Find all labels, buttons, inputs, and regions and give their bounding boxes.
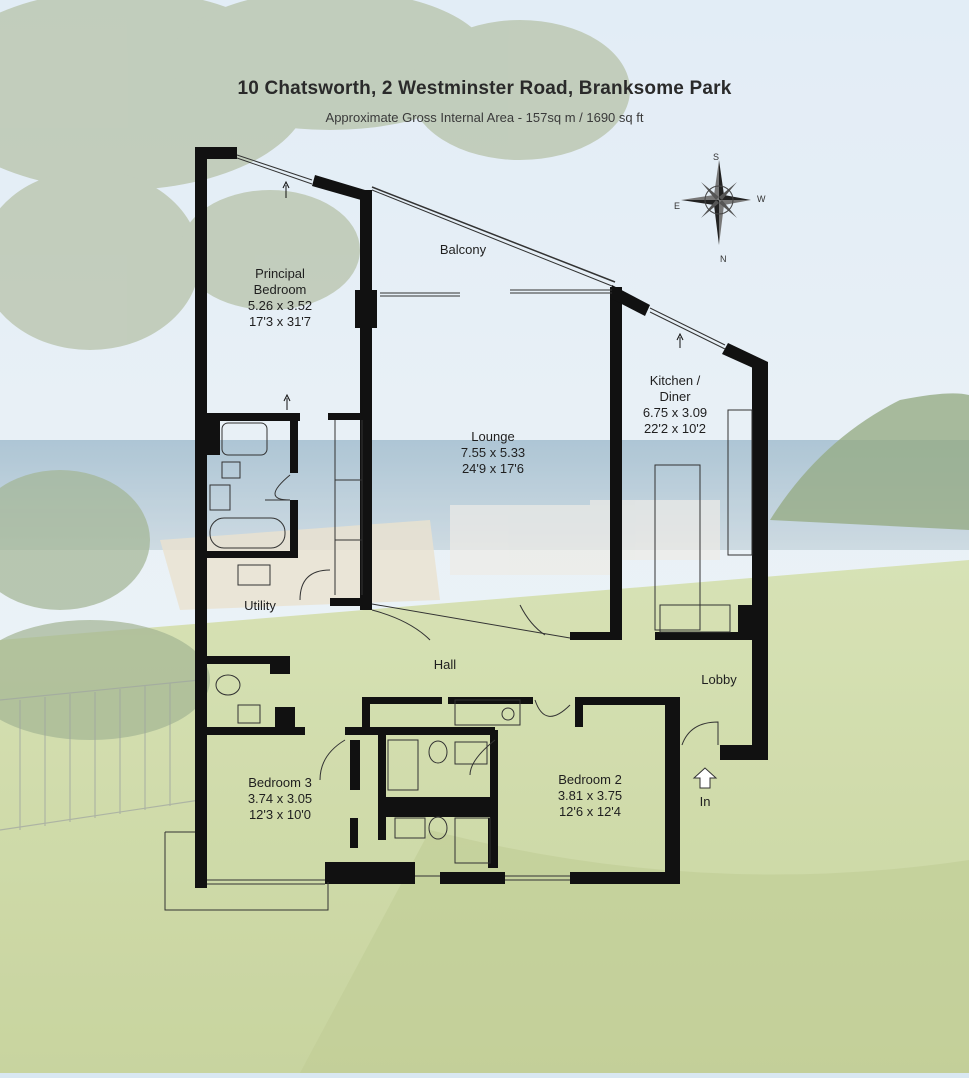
- room-label-lobby: Lobby: [686, 672, 752, 688]
- page-title: 10 Chatsworth, 2 Westminster Road, Brank…: [237, 78, 732, 99]
- left-shrubs: [0, 470, 210, 740]
- room-size-metric: 5.26 x 3.52: [247, 298, 313, 313]
- room-name: Lounge: [471, 429, 515, 444]
- ventilation-arrows: [282, 180, 684, 410]
- thin-lines: [164, 154, 753, 911]
- entrance-label: In: [699, 794, 711, 809]
- room-name: Lobby: [701, 672, 737, 687]
- room-size-imperial: 12'3 x 10'0: [248, 807, 312, 822]
- room-label-balcony: Balcony: [413, 242, 513, 258]
- compass-north-label: N: [720, 254, 727, 264]
- room-label-kitchen: Kitchen / Diner 6.75 x 3.09 22'2 x 10'2: [610, 373, 740, 437]
- room-label-principal-bedroom: Principal Bedroom 5.26 x 3.52 17'3 x 31'…: [215, 266, 345, 330]
- room-size-metric: 3.74 x 3.05: [247, 791, 313, 806]
- compass-rose-icon: [681, 160, 751, 245]
- compass-south-label: S: [713, 152, 720, 162]
- room-size-imperial: 12'6 x 12'4: [558, 804, 622, 819]
- room-name: Bedroom 3: [248, 775, 312, 790]
- room-name: Balcony: [439, 242, 487, 257]
- room-size-imperial: 24'9 x 17'6: [461, 461, 525, 476]
- tree-canopy: [0, 0, 630, 350]
- compass-west-label: W: [757, 194, 766, 204]
- right-headland-trees: [770, 393, 969, 530]
- room-label-bedroom-2: Bedroom 2 3.81 x 3.75 12'6 x 12'4: [525, 772, 655, 820]
- room-name: Diner: [659, 389, 691, 404]
- room-label-lounge: Lounge 7.55 x 5.33 24'9 x 17'6: [428, 429, 558, 477]
- room-size-metric: 7.55 x 5.33: [460, 445, 526, 460]
- room-name: Utility: [244, 598, 276, 613]
- room-size-metric: 3.81 x 3.75: [557, 788, 623, 803]
- room-size-metric: 6.75 x 3.09: [642, 405, 708, 420]
- room-name: Bedroom 2: [558, 772, 622, 787]
- room-name: Kitchen /: [649, 373, 701, 388]
- room-size-imperial: 17'3 x 31'7: [248, 314, 312, 329]
- exterior-walls: [195, 147, 768, 888]
- entrance-arrow-icon: [692, 767, 718, 789]
- garden-railing: [0, 679, 201, 831]
- room-name: Hall: [433, 657, 457, 672]
- room-label-hall: Hall: [415, 657, 475, 673]
- room-size-imperial: 22'2 x 10'2: [643, 421, 707, 436]
- room-name: Bedroom: [253, 282, 307, 297]
- gross-area-subtitle: Approximate Gross Internal Area - 157sq …: [325, 110, 644, 125]
- compass-east-label: E: [674, 201, 681, 211]
- lawn-shadow: [300, 830, 969, 1073]
- room-label-utility: Utility: [225, 598, 295, 614]
- room-name: Principal: [255, 266, 305, 281]
- room-label-bedroom-3: Bedroom 3 3.74 x 3.05 12'3 x 10'0: [215, 775, 345, 823]
